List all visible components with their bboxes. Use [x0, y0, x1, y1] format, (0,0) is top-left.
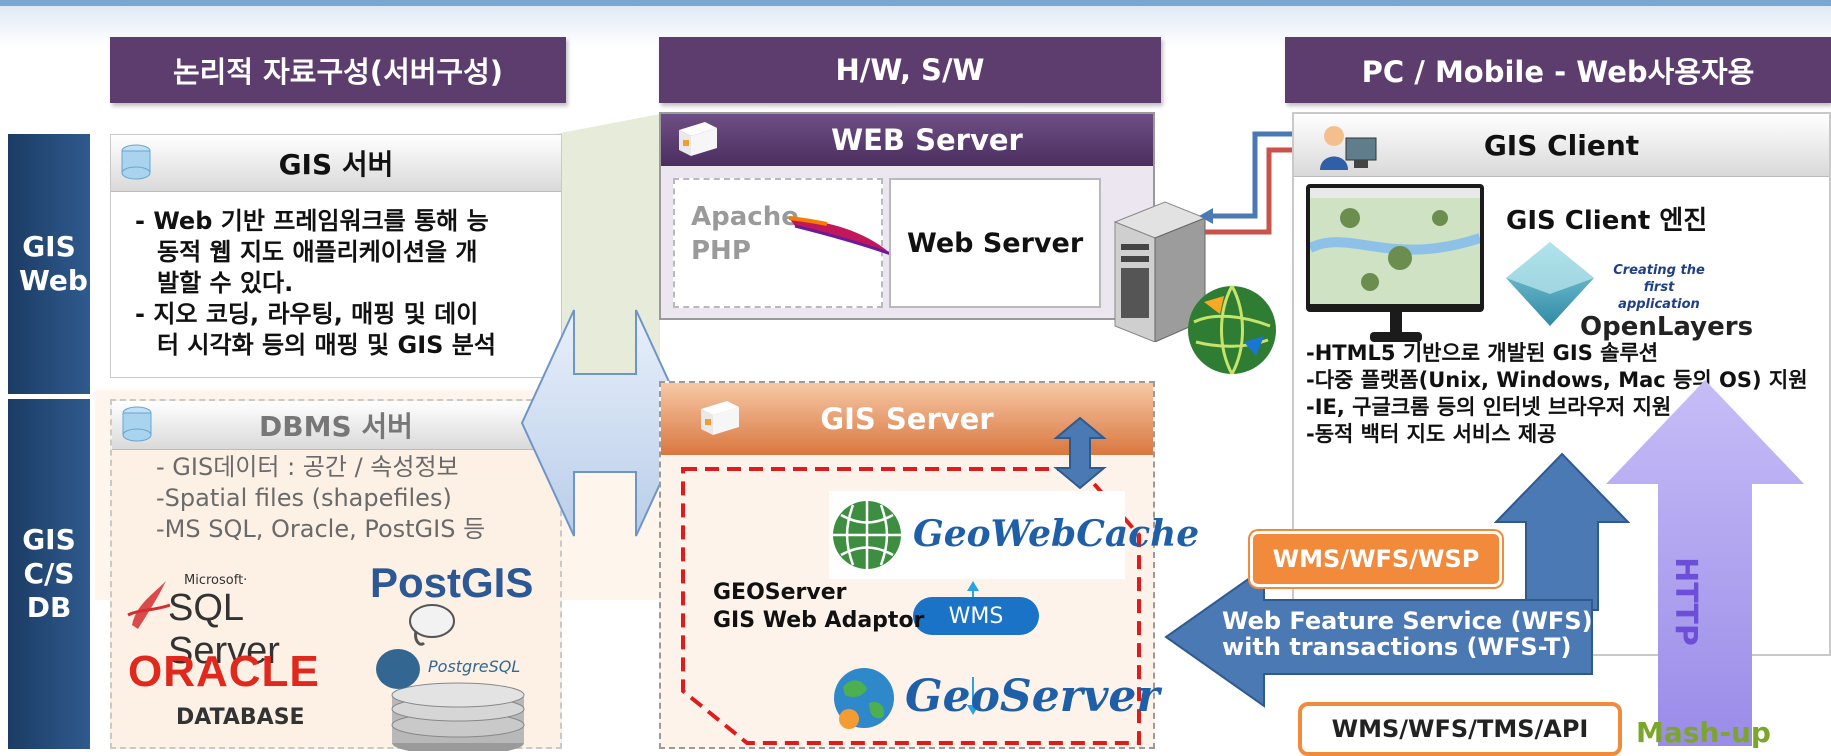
- bullet-line: 발할 수 있다.: [157, 269, 294, 297]
- client-line: -HTML5 기반으로 개발된 GIS 솔루션: [1306, 341, 1659, 365]
- mashup-label: Mash-up: [1636, 716, 1771, 749]
- bullet-line: - Web 기반 프레임워크를 통해 능: [135, 207, 489, 235]
- user-computer-icon: [1316, 122, 1380, 179]
- web-server-header: WEB Server: [661, 114, 1153, 166]
- client-feature-lines: -HTML5 기반으로 개발된 GIS 솔루션 -다중 플랫폼(Unix, Wi…: [1306, 340, 1828, 448]
- creating-line2: first application: [1618, 280, 1700, 312]
- dbms-panel-title: DBMS 서버: [259, 410, 413, 443]
- creating-first-application: Creating the first application: [1604, 262, 1714, 313]
- bullet-line: 동적 웹 지도 애플리케이션을 개: [157, 238, 478, 266]
- postgis-text: PostGIS: [370, 559, 534, 606]
- apache-php-box: Apache PHP: [673, 178, 892, 308]
- oracle-text: ORACLE: [128, 647, 320, 696]
- side-label-gis-web: GIS Web: [8, 134, 90, 394]
- geoserver-label-line1: GEOServer: [713, 580, 847, 605]
- geowebcache-text: GeoWebCache: [913, 513, 1200, 555]
- web-server-label: Web Server: [907, 227, 1084, 259]
- geowebcache-logo: GeoWebCache: [829, 491, 1199, 579]
- wfs-text: Web Feature Service (WFS) with transacti…: [1222, 608, 1593, 660]
- gis-client-title: GIS Client: [1483, 128, 1640, 162]
- tag-wms-wfs-tms-api-text: WMS/WFS/TMS/API: [1331, 715, 1589, 743]
- database-icon: [122, 406, 152, 442]
- server-box-icon: [675, 120, 719, 165]
- dbms-line: -Spatial files (shapefiles): [156, 484, 452, 512]
- geoserver-logo: GeoServer: [829, 659, 1160, 735]
- postgresql-text: PostgreSQL: [428, 657, 521, 676]
- dbms-panel: DBMS 서버 - GIS데이터 : 공간 / 속성정보 -Spatial fi…: [110, 399, 562, 751]
- sql-server-icon: [127, 581, 171, 629]
- tag-wms-wfs-tms-api: WMS/WFS/TMS/API: [1298, 702, 1622, 756]
- geoserver-text: GeoServer: [905, 671, 1160, 722]
- monitor-map-icon: [1306, 184, 1484, 312]
- gis-server-panel: GIS 서버 - Web 기반 프레임워크를 통해 능 동적 웹 지도 애플리케…: [110, 134, 562, 378]
- sql-server-small: Microsoft·: [184, 573, 248, 588]
- sql-server-text: SQL Server: [168, 587, 280, 672]
- sql-server-logo: Microsoft· SQL Server: [126, 571, 336, 672]
- web-server-box: WEB Server Apache PHP Web Server: [659, 112, 1155, 320]
- postgresql-logo: PostgreSQL: [362, 647, 558, 751]
- client-line: -IE, 구글크롬 등의 인터넷 브라우저 지원: [1306, 395, 1672, 419]
- oracle-sub-text: DATABASE: [176, 705, 305, 730]
- oracle-logo: ORACLE DATABASE: [128, 647, 338, 737]
- apache-text: Apache: [691, 202, 799, 232]
- monitor-stand: [1370, 312, 1422, 342]
- gis-server-panel-title: GIS 서버: [278, 148, 394, 181]
- geoserver-adaptor-label: GEOServer GIS Web Adaptor: [713, 579, 924, 635]
- creating-line1: Creating the: [1613, 263, 1705, 278]
- gis-client-engine: GIS Client 엔진: [1506, 206, 1708, 236]
- side-label-gis-cs-db: GIS C/S DB: [8, 399, 90, 749]
- postgis-logo: PostGIS: [362, 559, 562, 649]
- web-server-title: WEB Server: [831, 123, 1023, 157]
- dbms-panel-header: DBMS 서버: [112, 401, 560, 450]
- header-logical: 논리적 자료구성(서버구성): [110, 37, 566, 103]
- gis-server-panel-header: GIS 서버: [111, 135, 561, 192]
- client-line: -다중 플랫폼(Unix, Windows, Mac 등의 OS) 지원: [1306, 368, 1808, 392]
- header-pc-mobile: PC / Mobile - Web사용자용: [1285, 37, 1831, 103]
- geoserver-label-line2: GIS Web Adaptor: [713, 608, 925, 633]
- header-hwsw: H/W, S/W: [659, 37, 1161, 103]
- tag-wms-wfs-wsp-text: WMS/WFS/WSP: [1272, 545, 1480, 573]
- geoserver-globe-icon: [834, 668, 894, 729]
- vertical-double-arrow: [1053, 416, 1107, 490]
- geowebcache-globe-icon: [833, 501, 901, 569]
- side-label-gis-cs-db-text: GIS C/S DB: [22, 523, 76, 624]
- apache-feather-icon: [788, 216, 892, 256]
- wms-pill: WMS: [913, 597, 1039, 635]
- dbms-lines: - GIS데이터 : 공간 / 속성정보 -Spatial files (sha…: [112, 450, 560, 545]
- gis-server-bullets: - Web 기반 프레임워크를 통해 능 동적 웹 지도 애플리케이션을 개 발…: [111, 192, 561, 361]
- http-label-box: HTTP: [1667, 556, 1703, 646]
- database-icon: [121, 144, 151, 180]
- dbms-line: - GIS데이터 : 공간 / 속성정보: [156, 453, 459, 481]
- bullet-line: - 지오 코딩, 라우팅, 매핑 및 데이: [135, 300, 479, 328]
- http-arrow: [1606, 380, 1804, 746]
- php-text: PHP: [691, 236, 751, 266]
- openlayers-icon: [1506, 242, 1594, 326]
- bullet-line: 터 시각화 등의 매핑 및 GIS 분석: [157, 331, 496, 359]
- dbms-line: -MS SQL, Oracle, PostGIS 등: [156, 515, 486, 543]
- tag-wms-wfs-wsp: WMS/WFS/WSP: [1250, 531, 1502, 587]
- gis-server-header: GIS Server: [661, 383, 1153, 455]
- database-stack-icon: [376, 649, 525, 751]
- wms-pill-text: WMS: [948, 603, 1004, 629]
- server-tower-icon: [1113, 201, 1207, 342]
- wfs-line1: Web Feature Service (WFS): [1222, 607, 1593, 635]
- gis-client-header: GIS Client: [1294, 114, 1829, 177]
- side-label-gis-web-text: GIS Web: [19, 230, 88, 297]
- wfs-line2: with transactions (WFS-T): [1222, 633, 1572, 661]
- globe-icon: [1188, 285, 1276, 375]
- http-label: HTTP: [1667, 556, 1703, 646]
- client-line: -동적 백터 지도 서비스 제공: [1306, 422, 1557, 446]
- gis-server-title: GIS Server: [820, 402, 994, 436]
- openlayers-label: OpenLayers: [1580, 312, 1754, 342]
- elephant-icon: [409, 604, 455, 646]
- server-box-icon: [697, 399, 741, 444]
- web-server-label-box: Web Server: [889, 178, 1101, 308]
